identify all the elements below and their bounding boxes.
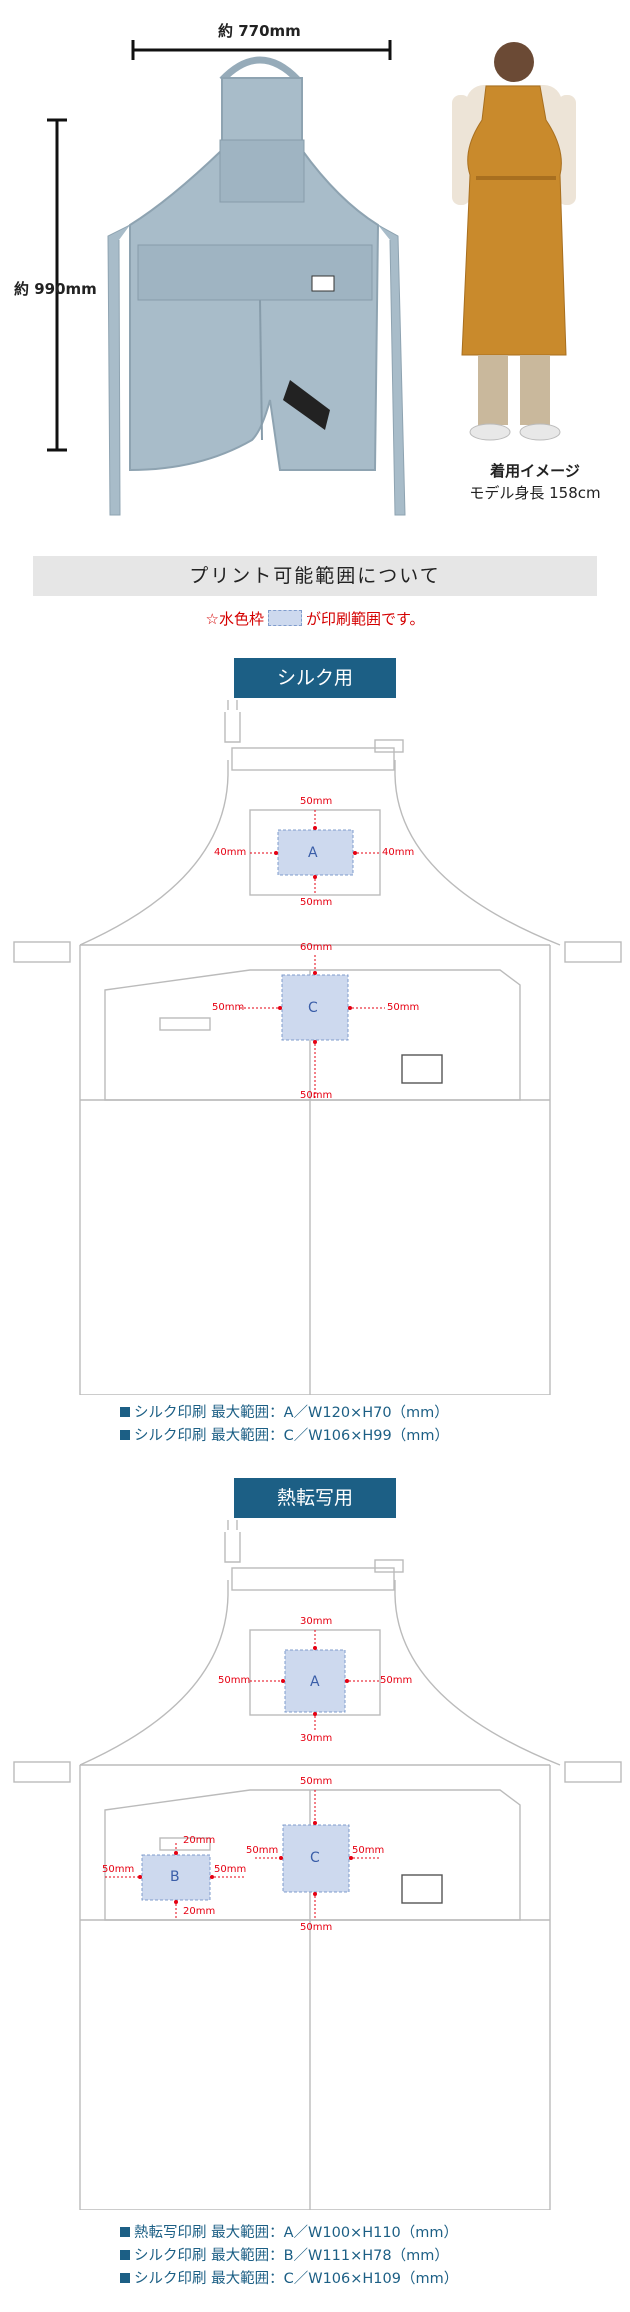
heat-a-left: 50mm [218, 1675, 251, 1686]
silk-spec-list: シルク印刷 最大範囲：A／W120×H70（mm） シルク印刷 最大範囲：C／W… [120, 1402, 449, 1448]
heat-area-c [282, 1824, 350, 1893]
silk-area-c-label: C [308, 1000, 318, 1016]
heat-area-a-label: A [310, 1674, 320, 1690]
legend-before: ☆水色枠 [205, 610, 264, 628]
heat-b-right: 50mm [214, 1864, 247, 1875]
photo-caption-2: モデル身長 158cm [469, 484, 601, 502]
height-label: 約 990mm [14, 280, 97, 298]
print-area-banner: プリント可能範囲について [33, 556, 597, 596]
apron-outline [13, 700, 622, 1395]
silk-c-top: 60mm [300, 942, 333, 953]
heat-area-a [284, 1649, 346, 1713]
heat-a-top: 30mm [300, 1616, 333, 1627]
heat-b-bottom: 20mm [183, 1906, 216, 1917]
width-label: 約 770mm [218, 22, 301, 40]
silk-spec-item: シルク印刷 最大範囲：A／W120×H70（mm） [120, 1402, 449, 1425]
tab-heat-transfer: 熱転写用 [234, 1478, 396, 1518]
heat-spec-list: 熱転写印刷 最大範囲：A／W100×H110（mm） シルク印刷 最大範囲：B／… [120, 2222, 458, 2291]
silk-c-bottom: 50mm [300, 1090, 333, 1101]
model-wearing-apron-image [452, 42, 576, 441]
heat-a-right: 50mm [380, 1675, 413, 1686]
height-dimension-line [47, 118, 67, 452]
silk-c-left: 50mm [212, 1002, 245, 1013]
silk-a-right: 40mm [382, 847, 415, 858]
product-illustration [47, 40, 576, 516]
heat-b-left: 50mm [102, 1864, 135, 1875]
heat-c-top: 50mm [300, 1776, 333, 1787]
heat-c-bottom: 50mm [300, 1922, 333, 1933]
apron-product-image [107, 56, 406, 516]
heat-apron-diagram [13, 1520, 622, 2210]
legend-after: が印刷範囲です。 [305, 610, 425, 628]
heat-area-c-label: C [310, 1850, 320, 1866]
silk-a-top: 50mm [300, 796, 333, 807]
silk-apron-diagram [13, 700, 622, 1395]
heat-b-top: 20mm [183, 1835, 216, 1846]
silk-a-bottom: 50mm [300, 897, 333, 908]
silk-area-a-label: A [308, 845, 318, 861]
silk-c-right: 50mm [387, 1002, 420, 1013]
heat-area-b-label: B [170, 1869, 180, 1885]
photo-caption-1: 着用イメージ [490, 462, 580, 480]
legend-line: ☆水色枠 が印刷範囲です。 [0, 608, 630, 629]
width-dimension-line [131, 40, 392, 60]
silk-a-left: 40mm [214, 847, 247, 858]
apron-outline [13, 1520, 622, 2210]
heat-c-left: 50mm [246, 1845, 279, 1856]
heat-dimension-lines [105, 1630, 380, 1920]
heat-spec-item: シルク印刷 最大範囲：C／W106×H109（mm） [120, 2268, 458, 2291]
legend-swatch [267, 610, 302, 626]
heat-spec-item: 熱転写印刷 最大範囲：A／W100×H110（mm） [120, 2222, 458, 2245]
silk-dimension-lines [240, 810, 385, 1100]
heat-a-bottom: 30mm [300, 1733, 333, 1744]
heat-c-right: 50mm [352, 1845, 385, 1856]
silk-area-a [277, 829, 354, 876]
tab-silk: シルク用 [234, 658, 396, 698]
heat-spec-item: シルク印刷 最大範囲：B／W111×H78（mm） [120, 2245, 458, 2268]
silk-spec-item: シルク印刷 最大範囲：C／W106×H99（mm） [120, 1425, 449, 1448]
